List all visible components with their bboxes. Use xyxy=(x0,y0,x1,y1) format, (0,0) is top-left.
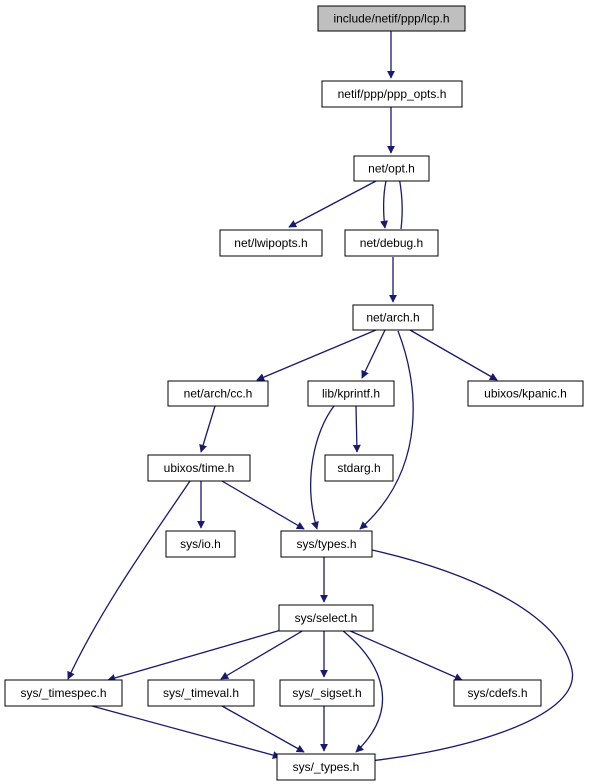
nodes: include/netif/ppp/lcp.h netif/ppp/ppp_op… xyxy=(4,5,584,781)
node-label: sys/_timespec.h xyxy=(20,686,106,700)
edge-timeval-to-u-types xyxy=(221,705,305,753)
node-arch-cc-h[interactable]: net/arch/cc.h xyxy=(167,380,269,407)
node-types-h[interactable]: sys/types.h xyxy=(280,530,373,558)
node-kprintf-h[interactable]: lib/kprintf.h xyxy=(307,380,395,407)
node-time-h[interactable]: ubixos/time.h xyxy=(147,454,251,482)
node-label: sys/types.h xyxy=(296,537,356,551)
edge-opt-to-debug xyxy=(380,180,389,229)
node-label: ubixos/time.h xyxy=(164,461,235,475)
edge-time-to-timespec xyxy=(67,480,191,680)
edge-opt-to-lwipopts xyxy=(288,180,377,228)
node-sigset-h[interactable]: sys/_sigset.h xyxy=(279,679,375,707)
node-timeval-h[interactable]: sys/_timeval.h xyxy=(147,679,255,707)
edge-time-to-types xyxy=(221,480,305,530)
node-stdarg-h[interactable]: stdarg.h xyxy=(324,454,394,482)
node-lwipopts-h[interactable]: net/lwipopts.h xyxy=(219,229,323,257)
edge-timespec-to-u-types xyxy=(91,705,281,759)
node-opt-h[interactable]: net/opt.h xyxy=(353,155,430,182)
node-label: ubixos/kpanic.h xyxy=(484,387,567,401)
edge-types-to-u-types xyxy=(348,549,573,767)
node-label: sys/io.h xyxy=(180,537,221,551)
edge-arch-to-arch-cc xyxy=(256,329,377,381)
node-timespec-h[interactable]: sys/_timespec.h xyxy=(4,679,123,707)
node-lcp-h[interactable]: include/netif/ppp/lcp.h xyxy=(317,5,466,32)
edge-arch-to-kpanic xyxy=(409,329,498,381)
edge-select-to-cdefs xyxy=(347,629,463,681)
node-label: include/netif/ppp/lcp.h xyxy=(333,12,449,26)
node-label: net/debug.h xyxy=(360,236,423,250)
node-label: netif/ppp/ppp_opts.h xyxy=(338,87,447,101)
node-kpanic-h[interactable]: ubixos/kpanic.h xyxy=(467,380,584,407)
node-label: net/opt.h xyxy=(368,162,415,176)
node-cdefs-h[interactable]: sys/cdefs.h xyxy=(453,679,542,707)
node-label: lib/kprintf.h xyxy=(322,387,380,401)
edge-select-to-timespec xyxy=(107,627,289,682)
edge-kprintf-to-types xyxy=(310,405,335,530)
edge-select-to-u-types xyxy=(341,629,383,753)
edge-arch-to-kprintf xyxy=(361,329,386,379)
node-io-h[interactable]: sys/io.h xyxy=(165,530,236,558)
edge-kprintf-to-stdarg xyxy=(352,405,361,453)
node-label: sys/_sigset.h xyxy=(292,686,361,700)
node-label: net/arch.h xyxy=(366,311,419,325)
node-arch-h[interactable]: net/arch.h xyxy=(352,304,434,331)
node-label: net/arch/cc.h xyxy=(184,387,253,401)
node-label: sys/_types.h xyxy=(293,760,360,774)
node-label: sys/cdefs.h xyxy=(467,686,527,700)
edge-arch-to-types xyxy=(359,330,414,530)
edge-arch-cc-to-time xyxy=(199,405,216,453)
node-label: stdarg.h xyxy=(337,461,380,475)
node-debug-h[interactable]: net/debug.h xyxy=(344,229,439,257)
node-label: sys/select.h xyxy=(295,611,358,625)
node-ppp-opts-h[interactable]: netif/ppp/ppp_opts.h xyxy=(321,80,463,108)
edges xyxy=(67,31,573,767)
node-select-h[interactable]: sys/select.h xyxy=(278,604,374,632)
edge-select-to-timeval xyxy=(220,629,305,680)
node-u-types-h[interactable]: sys/_types.h xyxy=(276,753,376,781)
node-label: sys/_timeval.h xyxy=(163,686,239,700)
node-label: net/lwipopts.h xyxy=(234,236,307,250)
